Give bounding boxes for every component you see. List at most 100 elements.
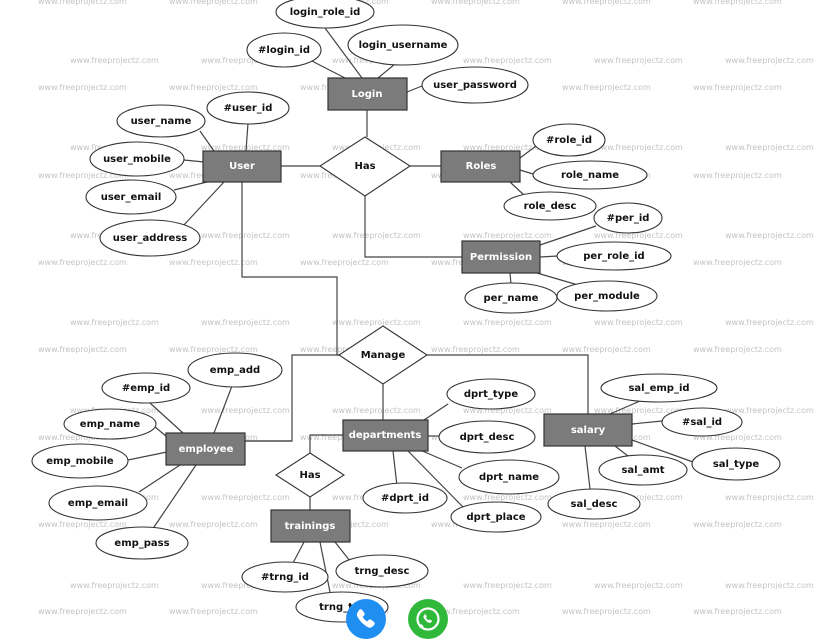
attr-emp-pass: emp_pass — [95, 526, 189, 560]
watermark-text: www.freeprojectz.com — [725, 493, 814, 502]
watermark-text: www.freeprojectz.com — [201, 143, 290, 152]
watermark-text: www.freeprojectz.com — [594, 493, 683, 502]
relationship-manage: Manage — [338, 325, 428, 385]
watermark-text: www.freeprojectz.com — [463, 143, 552, 152]
attr-per-id: #per_id — [593, 202, 663, 234]
watermark-text: www.freeprojectz.com — [594, 581, 683, 590]
watermark-text: www.freeprojectz.com — [693, 0, 782, 6]
watermark-text: www.freeprojectz.com — [201, 406, 290, 415]
watermark-text: www.freeprojectz.com — [70, 581, 159, 590]
attribute-label: #role_id — [546, 135, 592, 146]
attr-sal-type: sal_type — [691, 447, 781, 481]
attribute-label: user_mobile — [103, 154, 171, 165]
attribute-label: login_role_id — [290, 7, 361, 18]
attr-sal-id: #sal_id — [661, 407, 743, 437]
attribute-label: dprt_desc — [460, 432, 515, 443]
attribute-label: emp_pass — [114, 538, 169, 549]
watermark-text: www.freeprojectz.com — [693, 520, 782, 529]
attr-user-id: #user_id — [206, 91, 290, 125]
watermark-text: www.freeprojectz.com — [725, 318, 814, 327]
entity-user: User — [202, 150, 282, 183]
watermark-text: www.freeprojectz.com — [725, 406, 814, 415]
attr-emp-email: emp_email — [48, 485, 148, 521]
watermark-text: www.freeprojectz.com — [169, 607, 258, 616]
watermark-text: www.freeprojectz.com — [562, 345, 651, 354]
attribute-label: #user_id — [224, 103, 273, 114]
watermark-text: www.freeprojectz.com — [463, 231, 552, 240]
relationship-has-user-roles: Has — [318, 136, 412, 197]
attribute-label: user_password — [433, 80, 517, 91]
attr-sal-desc: sal_desc — [547, 488, 641, 520]
attribute-label: user_address — [113, 233, 188, 244]
attribute-label: #dprt_id — [381, 493, 429, 504]
watermark-text: www.freeprojectz.com — [201, 493, 290, 502]
attr-user-password: user_password — [421, 66, 529, 104]
relationship-label: Has — [354, 161, 375, 172]
attribute-label: sal_type — [713, 459, 760, 470]
entity-label: salary — [571, 425, 606, 436]
attribute-label: trng_t — [319, 602, 353, 613]
entity-salary: salary — [543, 413, 633, 447]
watermark-text: www.freeprojectz.com — [594, 231, 683, 240]
attr-per-role-id: per_role_id — [556, 241, 672, 271]
watermark-text: www.freeprojectz.com — [463, 493, 552, 502]
attribute-label: sal_amt — [621, 465, 664, 476]
attr-login-username: login_username — [347, 24, 459, 66]
attr-trng-id: #trng_id — [241, 561, 329, 593]
watermark-text: www.freeprojectz.com — [38, 258, 127, 267]
watermark-text: www.freeprojectz.com — [38, 83, 127, 92]
attribute-label: emp_name — [80, 419, 141, 430]
attr-emp-add: emp_add — [187, 352, 283, 388]
phone-call-button[interactable] — [346, 599, 386, 639]
whatsapp-icon — [416, 607, 440, 631]
entity-permission: Permission — [461, 240, 541, 274]
whatsapp-button[interactable] — [408, 599, 448, 639]
attribute-label: sal_emp_id — [628, 383, 689, 394]
watermark-text: www.freeprojectz.com — [594, 318, 683, 327]
watermark-text: www.freeprojectz.com — [38, 607, 127, 616]
attribute-label: role_desc — [524, 201, 577, 212]
entity-roles: Roles — [440, 150, 521, 183]
watermark-text: www.freeprojectz.com — [463, 318, 552, 327]
attribute-label: #sal_id — [682, 417, 722, 428]
connector-lines — [127, 27, 694, 593]
watermark-text: www.freeprojectz.com — [562, 607, 651, 616]
relationship-label: Manage — [361, 350, 406, 361]
watermark-text: www.freeprojectz.com — [463, 406, 552, 415]
watermark-text: www.freeprojectz.com — [594, 143, 683, 152]
watermark-text: www.freeprojectz.com — [332, 231, 421, 240]
watermark-text: www.freeprojectz.com — [300, 258, 389, 267]
attribute-label: login_username — [359, 40, 448, 51]
attr-emp-id: #emp_id — [101, 372, 191, 404]
attribute-label: emp_add — [210, 365, 260, 376]
watermark-text: www.freeprojectz.com — [431, 345, 520, 354]
watermark-text: www.freeprojectz.com — [38, 171, 127, 180]
attr-role-name: role_name — [532, 160, 648, 190]
attribute-label: emp_email — [68, 498, 128, 509]
attribute-label: role_name — [561, 170, 619, 181]
watermark-text: www.freeprojectz.com — [169, 345, 258, 354]
watermark-text: www.freeprojectz.com — [562, 0, 651, 6]
watermark-text: www.freeprojectz.com — [201, 56, 290, 65]
watermark-text: www.freeprojectz.com — [38, 0, 127, 6]
attr-role-desc: role_desc — [503, 191, 597, 221]
attribute-label: #trng_id — [261, 572, 309, 583]
entity-label: trainings — [285, 521, 336, 532]
attribute-label: #login_id — [258, 45, 310, 56]
watermark-text: www.freeprojectz.com — [725, 581, 814, 590]
attribute-label: trng_desc — [355, 566, 410, 577]
watermark-text: www.freeprojectz.com — [693, 83, 782, 92]
watermark-text: www.freeprojectz.com — [201, 581, 290, 590]
entity-departments: departments — [342, 419, 429, 452]
watermark-text: www.freeprojectz.com — [70, 318, 159, 327]
watermark-text: www.freeprojectz.com — [38, 345, 127, 354]
attr-user-email: user_email — [85, 179, 177, 215]
watermark-text: www.freeprojectz.com — [431, 0, 520, 6]
watermark-text: www.freeprojectz.com — [693, 345, 782, 354]
relationship-has-trainings: Has — [274, 452, 346, 498]
entity-trainings: trainings — [270, 509, 351, 543]
entity-employee: employee — [165, 432, 246, 466]
entity-label: departments — [349, 430, 422, 441]
attr-dprt-desc: dprt_desc — [438, 420, 536, 454]
attr-user-mobile: user_mobile — [89, 141, 185, 177]
